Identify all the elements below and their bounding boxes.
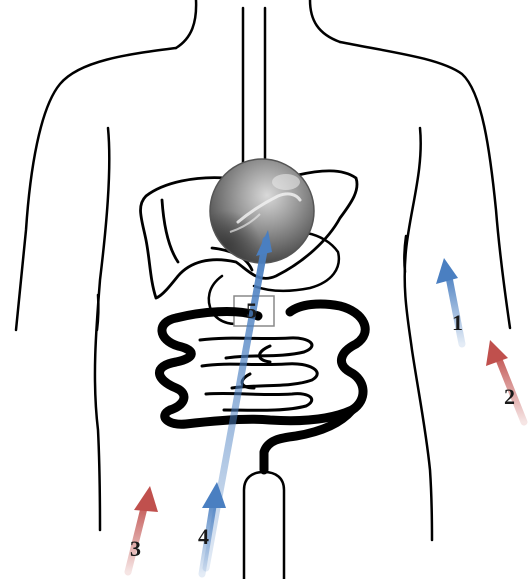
label-2: 2 — [504, 384, 515, 409]
rectum — [244, 472, 284, 579]
right-torso-outline — [405, 128, 432, 540]
intestine-loop-3 — [206, 393, 312, 410]
neck-left-line — [176, 0, 196, 48]
label-4: 4 — [198, 524, 209, 549]
rectum-outline — [244, 472, 284, 579]
neck-right-line — [310, 0, 340, 42]
esophagus — [243, 8, 265, 168]
liver-inner-line — [162, 200, 178, 262]
label-1: 1 — [452, 310, 463, 335]
left-armpit-line — [97, 295, 98, 330]
intestine-loop-2 — [202, 364, 317, 388]
intestine-loop-1 — [200, 338, 312, 358]
label-5: 5 — [246, 298, 257, 323]
right-shoulder-outline — [340, 42, 510, 328]
small-intestine — [159, 304, 365, 470]
arrow-2 — [486, 340, 524, 422]
label-3: 3 — [130, 536, 141, 561]
